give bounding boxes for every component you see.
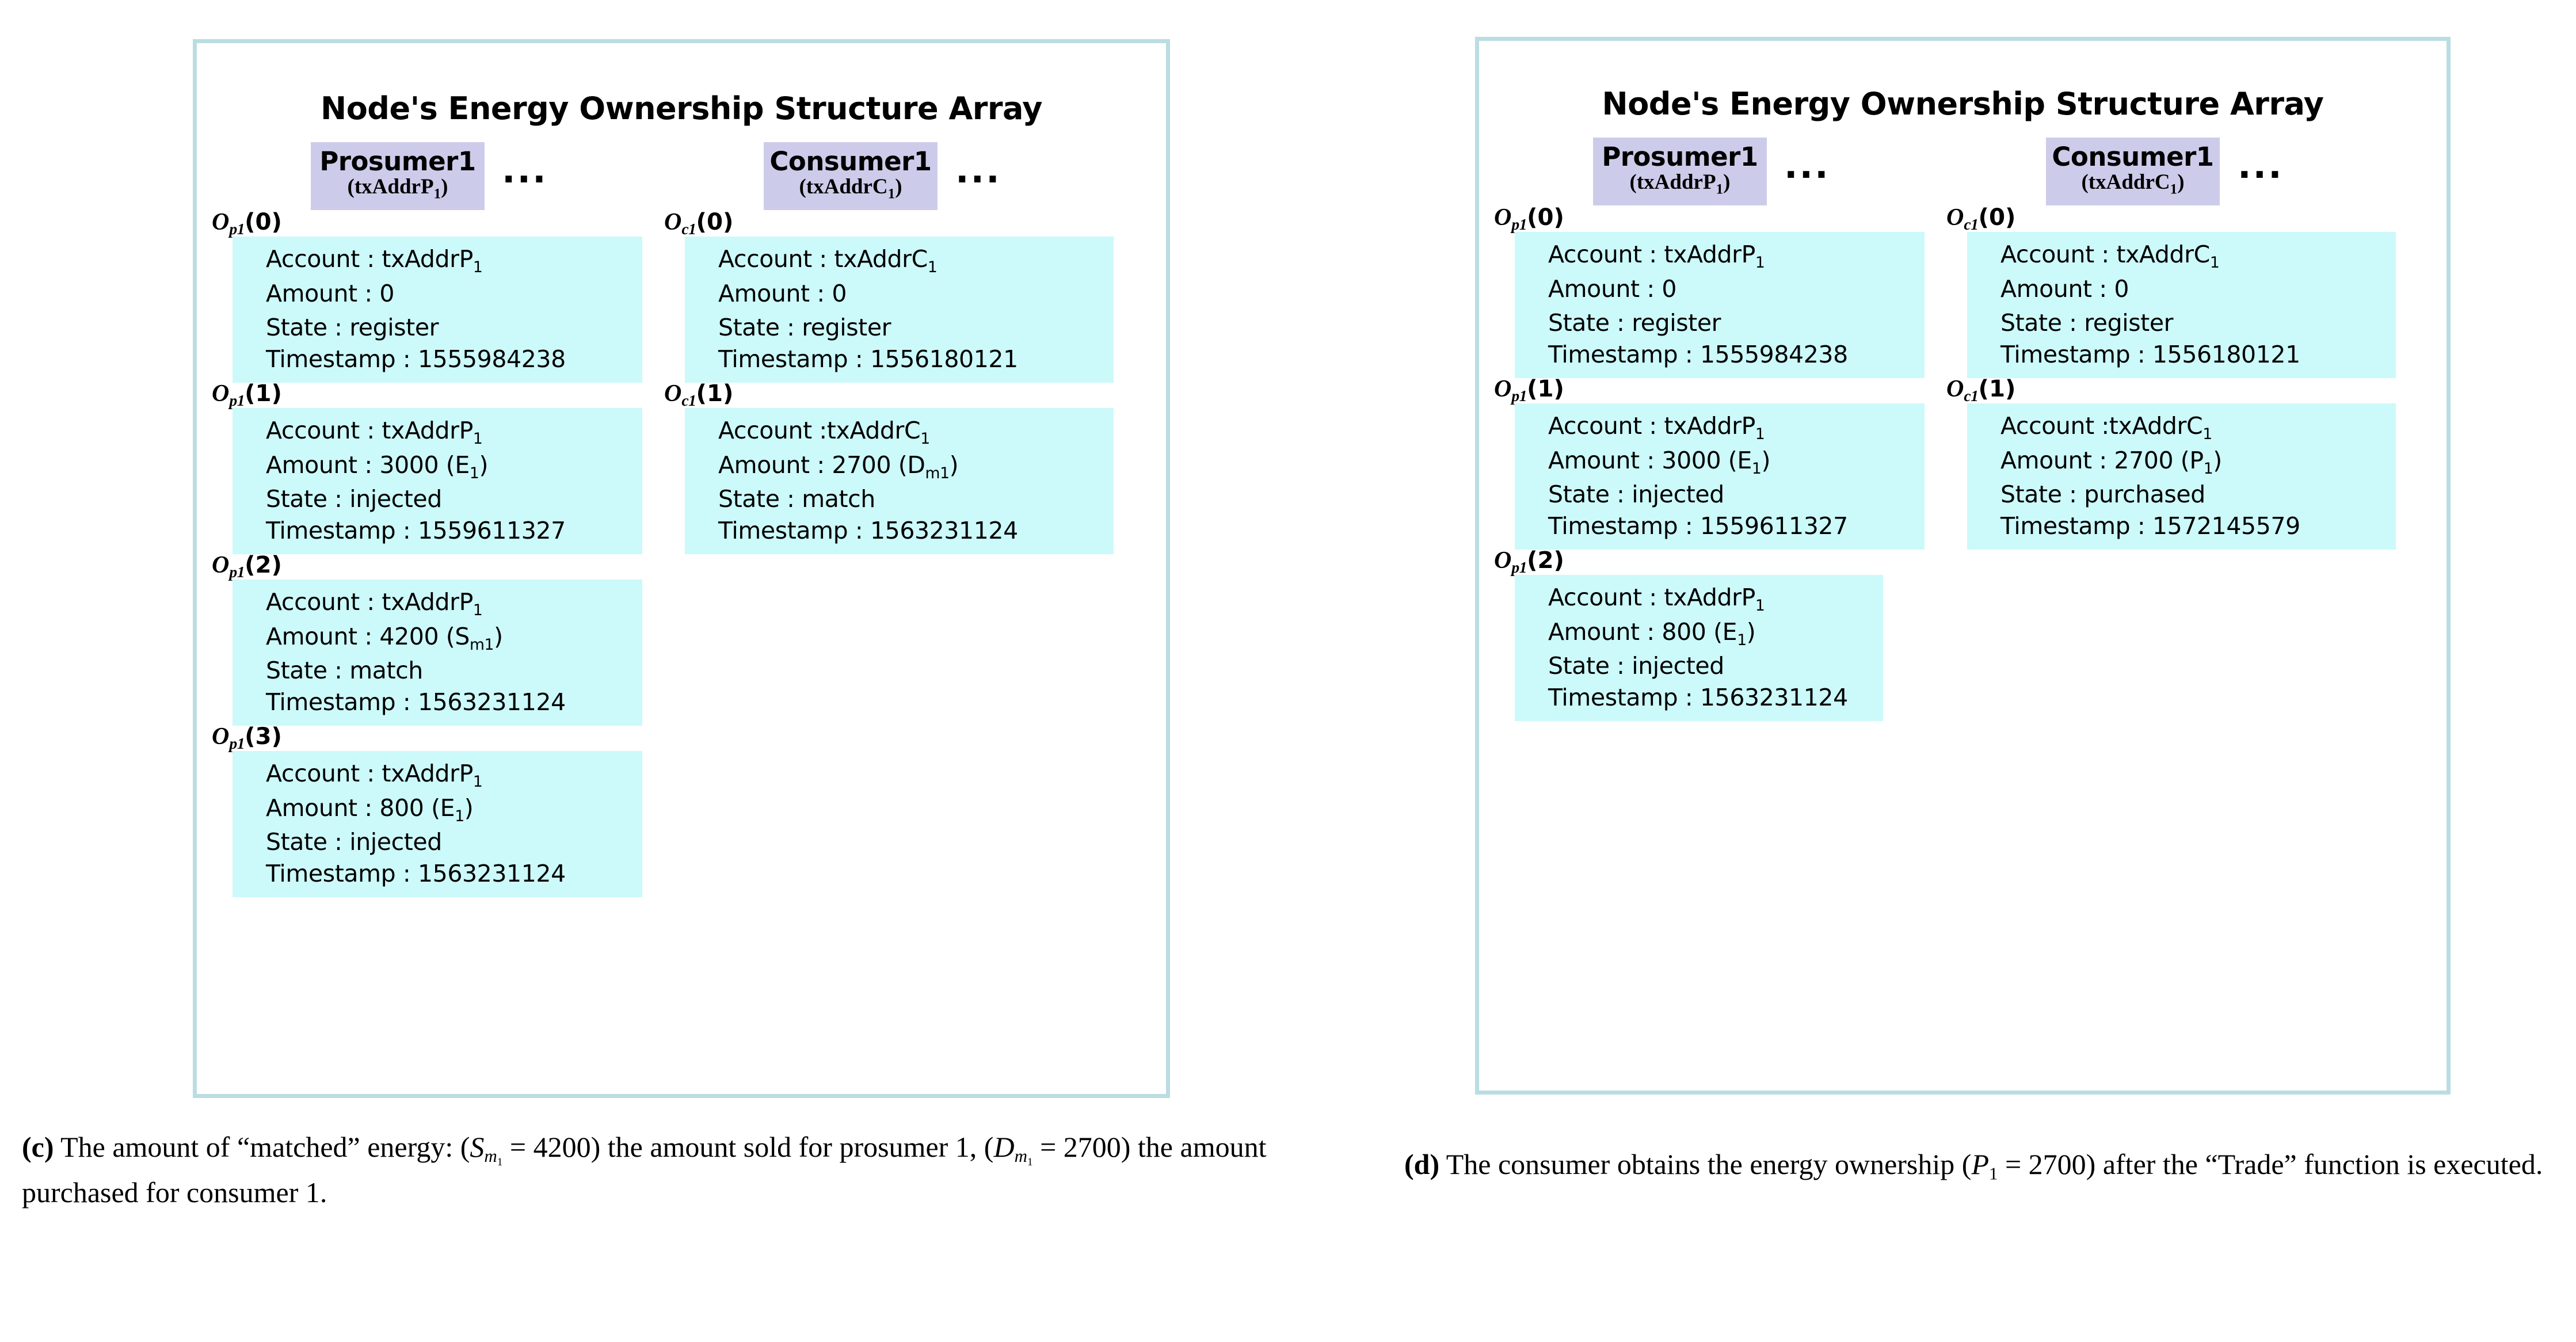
- caption-d-text-1: The consumer obtains the energy ownershi…: [1439, 1148, 1972, 1180]
- entry-account-row: Account : txAddrP1: [266, 760, 483, 791]
- caption-d-text-2: = 2700) after the “Trade” function is ex…: [1998, 1148, 2543, 1180]
- entry-timestamp-row: Timestamp : 1559611327: [1548, 512, 1848, 540]
- entry-box: Account : txAddrP1 Amount : 4200 (Sm1) S…: [233, 580, 642, 726]
- entry-label: Op1(0): [1494, 204, 1564, 233]
- panel-c-consumer-chip-name: Consumer1: [769, 146, 932, 177]
- panel-c-prosumer-ellipsis-icon: ...: [502, 149, 548, 191]
- entry-timestamp-row: Timestamp : 1555984238: [1548, 340, 1848, 368]
- entry-state-row: State : match: [266, 657, 423, 685]
- entry-account-row: Account : txAddrC1: [718, 245, 938, 277]
- entry-label: Oc1(1): [1946, 375, 2016, 405]
- entry-state-row: State : injected: [266, 485, 442, 513]
- panel-d-consumer-ellipsis-icon: ...: [2238, 144, 2284, 186]
- caption-c-symbol-d: D: [993, 1131, 1015, 1163]
- entry-state-row: State : register: [266, 314, 439, 342]
- entry-box: Account : txAddrC1 Amount : 0 State : re…: [685, 237, 1114, 383]
- entry-box: Account : txAddrP1 Amount : 0 State : re…: [1515, 232, 1925, 379]
- panel-d-prosumer-chip: Prosumer1 (txAddrP1): [1593, 138, 1767, 206]
- entry-state-row: State : purchased: [2000, 481, 2205, 509]
- entry-account-row: Account : txAddrC1: [2000, 241, 2220, 272]
- entry-account-row: Account :txAddrC1: [2000, 412, 2212, 444]
- caption-c-symbol-s: S: [470, 1131, 485, 1163]
- entry-timestamp-row: Timestamp : 1563231124: [1548, 683, 1848, 711]
- entry-box: Account : txAddrP1 Amount : 3000 (E1) St…: [1515, 403, 1925, 550]
- caption-c-text-1: The amount of “matched” energy: (: [54, 1131, 470, 1163]
- entry-state-row: State : match: [718, 485, 875, 513]
- caption-d-symbol-p: P: [1971, 1148, 1989, 1180]
- entry-state-row: State : injected: [1548, 481, 1724, 509]
- panel-d-energy-ownership-array: Node's Energy Ownership Structure Array …: [1475, 37, 2451, 1095]
- entry-amount-row: Amount : 2700 (Dm1): [718, 451, 959, 482]
- entry-amount-row: Amount : 3000 (E1): [266, 451, 489, 482]
- entry-amount-row: Amount : 3000 (E1): [1548, 446, 1771, 478]
- panel-d-consumer-chip: Consumer1 (txAddrC1): [2046, 138, 2220, 206]
- panel-d-consumer-chip-name: Consumer1: [2052, 142, 2214, 172]
- entry-box: Account : txAddrP1 Amount : 800 (E1) Sta…: [1515, 575, 1883, 722]
- caption-d-tag: (d): [1404, 1148, 1440, 1180]
- entry-state-row: State : register: [2000, 309, 2174, 337]
- panel-c-prosumer-chip-name: Prosumer1: [319, 146, 476, 177]
- entry-amount-row: Amount : 0: [266, 279, 395, 307]
- entry-label: Op1(1): [1494, 375, 1564, 405]
- entry-account-row: Account : txAddrP1: [1548, 584, 1765, 615]
- entry-amount-row: Amount : 2700 (P1): [2000, 446, 2222, 478]
- entry-timestamp-row: Timestamp : 1563231124: [266, 688, 566, 716]
- entry-state-row: State : injected: [266, 828, 442, 856]
- entry-account-row: Account : txAddrP1: [1548, 412, 1765, 444]
- panel-c-energy-ownership-array: Node's Energy Ownership Structure Array …: [193, 39, 1170, 1098]
- entry-timestamp-row: Timestamp : 1572145579: [2000, 512, 2300, 540]
- entry-account-row: Account : txAddrP1: [1548, 241, 1765, 272]
- entry-label: Op1(1): [212, 380, 282, 409]
- entry-label: Op1(3): [212, 723, 282, 752]
- entry-amount-row: Amount : 0: [2000, 274, 2129, 303]
- caption-c-tag: (c): [22, 1131, 54, 1163]
- entry-label: Oc1(1): [664, 380, 734, 409]
- entry-box: Account : txAddrC1 Amount : 0 State : re…: [1967, 232, 2396, 379]
- entry-account-row: Account : txAddrP1: [266, 588, 483, 620]
- panel-d-title: Node's Energy Ownership Structure Array: [1602, 86, 2324, 122]
- entry-timestamp-row: Timestamp : 1556180121: [2000, 340, 2300, 368]
- entry-timestamp-row: Timestamp : 1556180121: [718, 345, 1018, 373]
- caption-d: (d) The consumer obtains the energy owne…: [1404, 1148, 2543, 1184]
- entry-box: Account :txAddrC1 Amount : 2700 (P1) Sta…: [1967, 403, 2396, 550]
- caption-c-text-2: = 4200) the amount sold for prosumer 1, …: [502, 1131, 994, 1163]
- entry-account-row: Account : txAddrP1: [266, 417, 483, 448]
- entry-amount-row: Amount : 800 (E1): [1548, 617, 1756, 649]
- panel-c-prosumer-chip: Prosumer1 (txAddrP1): [311, 142, 485, 211]
- panel-d-consumer-chip-address: (txAddrC1): [2081, 170, 2185, 197]
- entry-amount-row: Amount : 0: [1548, 274, 1677, 303]
- entry-account-row: Account :txAddrC1: [718, 417, 930, 448]
- panel-c-consumer-ellipsis-icon: ...: [955, 149, 1001, 191]
- entry-timestamp-row: Timestamp : 1563231124: [718, 516, 1018, 544]
- entry-box: Account : txAddrP1 Amount : 0 State : re…: [233, 237, 642, 383]
- entry-state-row: State : register: [718, 314, 891, 342]
- entry-timestamp-row: Timestamp : 1559611327: [266, 516, 566, 544]
- entry-label: Op1(2): [212, 551, 282, 581]
- entry-label: Oc1(0): [1946, 204, 2016, 233]
- entry-state-row: State : injected: [1548, 652, 1724, 680]
- entry-box: Account :txAddrC1 Amount : 2700 (Dm1) St…: [685, 408, 1114, 555]
- caption-c: (c) The amount of “matched” energy: (Sm1…: [22, 1131, 1267, 1209]
- panel-d-prosumer-ellipsis-icon: ...: [1784, 144, 1830, 186]
- entry-account-row: Account : txAddrP1: [266, 245, 483, 277]
- panel-d-prosumer-chip-name: Prosumer1: [1602, 142, 1758, 172]
- panel-c-consumer-chip: Consumer1 (txAddrC1): [764, 142, 938, 211]
- panel-c-title: Node's Energy Ownership Structure Array: [321, 90, 1042, 127]
- entry-state-row: State : register: [1548, 309, 1721, 337]
- panel-c-consumer-chip-address: (txAddrC1): [799, 175, 902, 202]
- entry-timestamp-row: Timestamp : 1555984238: [266, 345, 566, 373]
- entry-box: Account : txAddrP1 Amount : 800 (E1) Sta…: [233, 751, 642, 898]
- panel-d-prosumer-chip-address: (txAddrP1): [1629, 170, 1731, 197]
- entry-label: Oc1(0): [664, 208, 734, 238]
- caption-c-text-3: = 2700) the amount purchased for consume…: [22, 1131, 1267, 1209]
- entry-label: Op1(0): [212, 208, 282, 238]
- entry-amount-row: Amount : 800 (E1): [266, 794, 474, 825]
- entry-timestamp-row: Timestamp : 1563231124: [266, 859, 566, 887]
- entry-box: Account : txAddrP1 Amount : 3000 (E1) St…: [233, 408, 642, 555]
- entry-amount-row: Amount : 0: [718, 279, 847, 307]
- panel-c-prosumer-chip-address: (txAddrP1): [347, 175, 448, 202]
- entry-label: Op1(2): [1494, 547, 1564, 576]
- entry-amount-row: Amount : 4200 (Sm1): [266, 622, 503, 654]
